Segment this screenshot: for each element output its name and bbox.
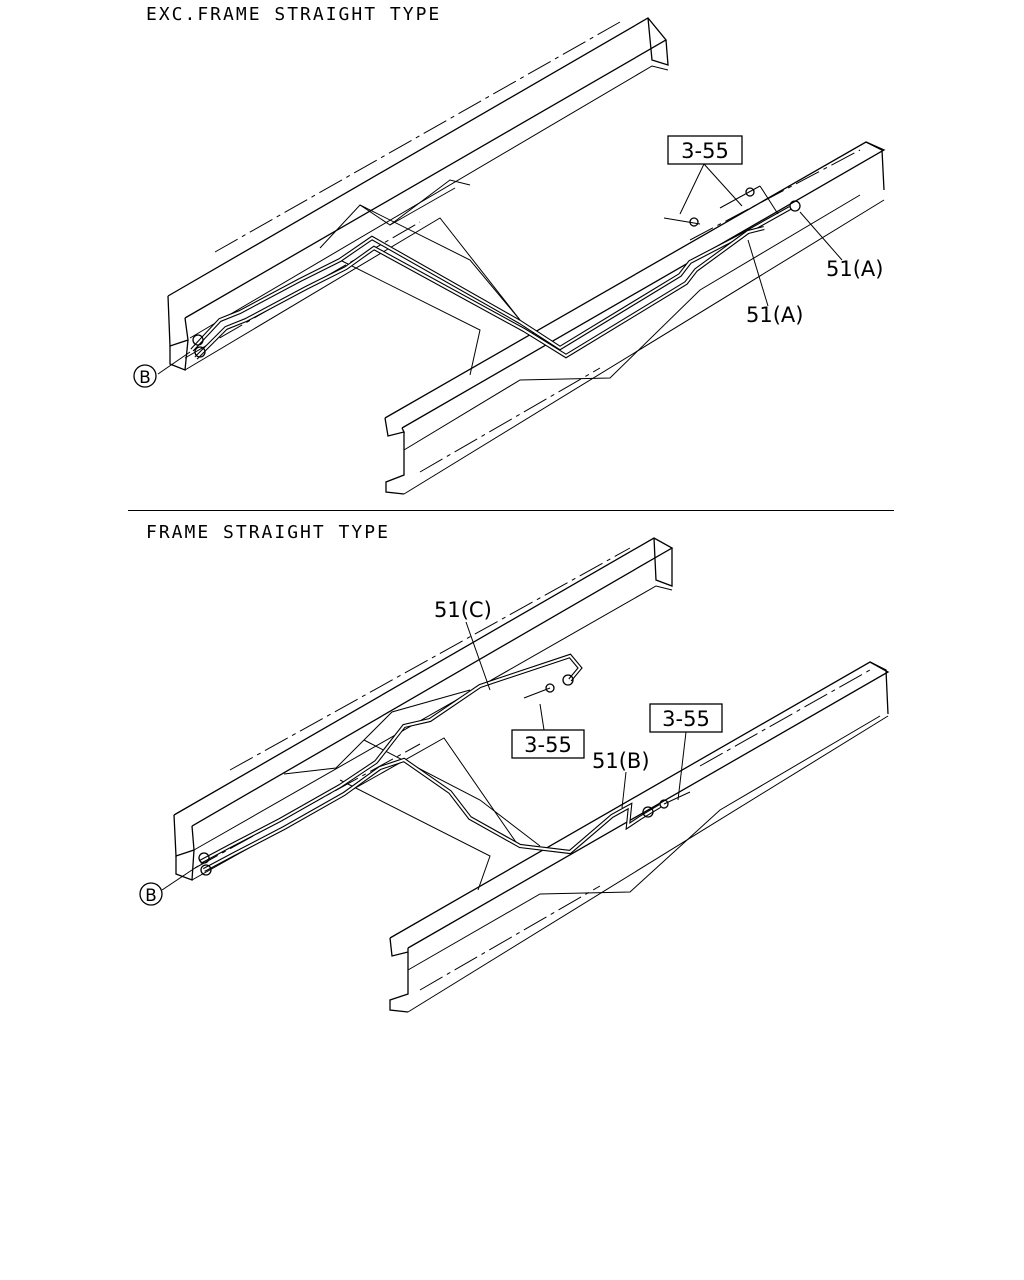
section-title-frame-straight: FRAME STRAIGHT TYPE [146,522,390,543]
bottom-pipe-fittings [198,674,691,876]
bottom-ref-label-3-55-left: 3-55 [524,733,572,757]
top-ref-box-3-55 [667,135,743,165]
section-title-exc-frame-straight: EXC.FRAME STRAIGHT TYPE [146,4,442,25]
bottom-pipe-label-51b: 51(B) [592,749,650,773]
top-frame-assembly: 3-55 51(A) 51(A) B [133,17,886,495]
top-brake-pipe-51a [190,206,792,360]
top-pipe-fittings [192,185,801,358]
top-left-frame-rail [167,17,669,371]
bottom-frame-assembly: 51(C) 3-55 3-55 51(B) B [139,537,890,1013]
bottom-brake-pipe-51c [199,653,583,864]
bottom-cross-member [283,689,541,891]
bottom-ref-label-3-55-right: 3-55 [662,707,710,731]
top-pipe-label-51a-lower: 51(A) [746,303,803,327]
section-divider [128,510,894,511]
bottom-leader-lines [161,621,687,891]
bottom-right-frame-rail [389,661,890,1013]
bottom-connector-b-circle [139,882,163,906]
top-connector-b-circle [133,364,157,388]
bottom-brake-pipe-51b [203,757,662,872]
bottom-ref-box-3-55-left [511,729,585,759]
top-pipe-label-51a-upper: 51(A) [826,257,883,281]
top-right-frame-rail [384,141,886,495]
bottom-pipe-label-51c: 51(C) [434,598,492,622]
bottom-ref-box-3-55-right [649,703,723,733]
top-ref-label-3-55: 3-55 [681,139,729,163]
top-connector-b-label: B [139,368,151,388]
top-leader-lines [157,163,843,375]
bottom-connector-b-label: B [145,886,157,906]
top-cross-member [319,179,521,376]
